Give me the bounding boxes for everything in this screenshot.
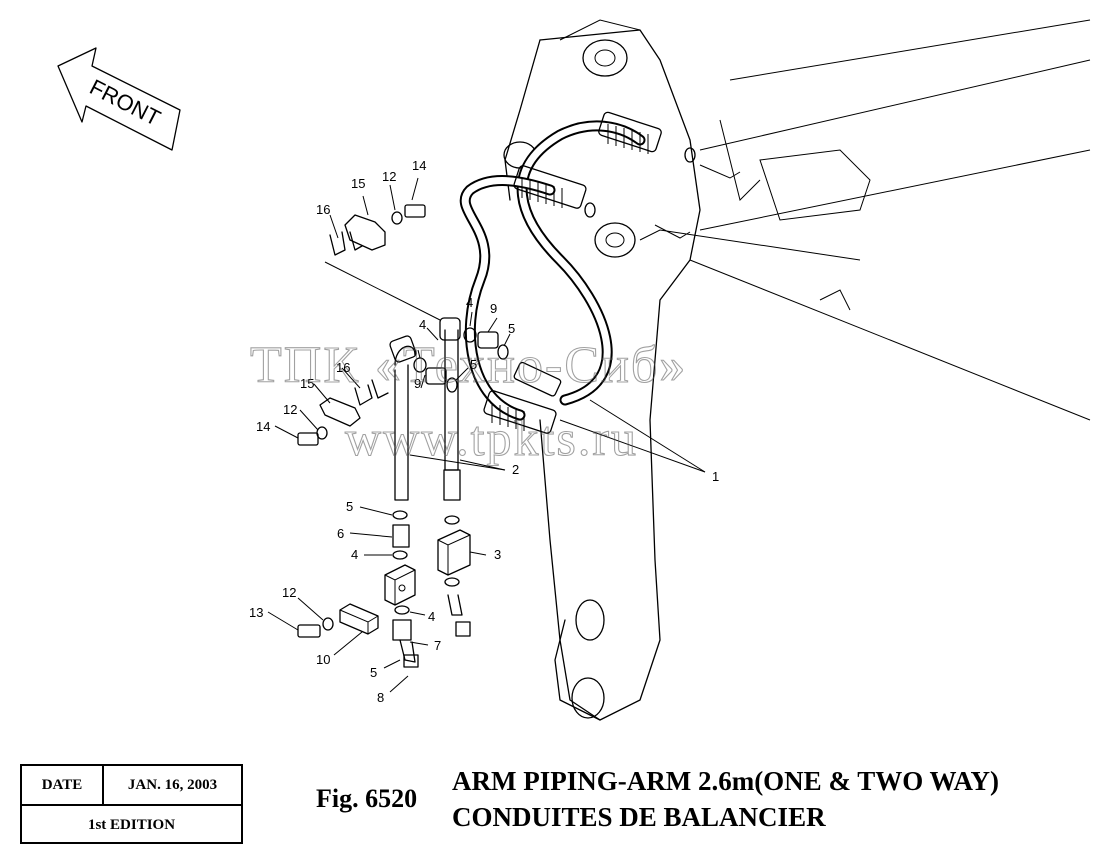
callout-7: 7 [434, 638, 441, 653]
callout-15-lower: 15 [300, 376, 314, 391]
figure-number: Fig. 6520 [316, 784, 418, 813]
clamps-and-bolts [297, 204, 426, 638]
callout-5-bottom: 5 [370, 665, 377, 680]
callout-16-lower: 16 [336, 360, 350, 375]
revision-info-box: DATE JAN. 16, 2003 1st EDITION [20, 764, 243, 844]
callout-8: 8 [377, 690, 384, 705]
callout-4-upper-left: 4 [419, 317, 426, 332]
steel-tubes [389, 317, 461, 501]
watermark-company: ТПК «Техно-Сиб» [250, 337, 687, 394]
callout-12-lower: 12 [283, 402, 297, 417]
callout-2: 2 [512, 462, 519, 477]
date-value: JAN. 16, 2003 [127, 776, 218, 793]
callout-5-upper-left: 5 [470, 357, 477, 372]
callout-6: 6 [337, 526, 344, 541]
front-arrow: FRONT [57, 47, 181, 151]
figure-title-english: ARM PIPING-ARM 2.6m(ONE & TWO WAY) [452, 766, 999, 796]
callout-4-bottom: 4 [428, 609, 435, 624]
callout-4-upper-right: 4 [466, 295, 473, 310]
callout-9-upper: 9 [490, 301, 497, 316]
watermark-url: www.tpkts.ru [345, 410, 638, 466]
callout-15-upper: 15 [351, 176, 365, 191]
hose-assembly [459, 111, 662, 434]
callout-3: 3 [494, 547, 501, 562]
callout-1: 1 [712, 469, 719, 484]
arm-structure [503, 19, 1091, 721]
edition-label: 1st EDITION [87, 816, 176, 833]
callout-10: 10 [316, 652, 330, 667]
callout-9-lower: 9 [414, 376, 421, 391]
date-label: DATE [22, 766, 104, 804]
callout-12-bottom: 12 [282, 585, 296, 600]
callout-5-upper-right: 5 [508, 321, 515, 336]
blocks [339, 529, 471, 635]
callout-4-middle: 4 [351, 547, 358, 562]
callout-13: 13 [249, 605, 263, 620]
callout-16-upper: 16 [316, 202, 330, 217]
callout-5-middle: 5 [346, 499, 353, 514]
callout-labels: 16 15 12 14 4 9 5 4 5 9 16 15 12 14 2 1 … [249, 158, 719, 705]
callout-14-upper: 14 [412, 158, 426, 173]
callout-14-lower: 14 [256, 419, 270, 434]
watermark: ТПК «Техно-Сиб» www.tpkts.ru [249, 336, 687, 466]
leader-lines [267, 177, 706, 693]
callout-12-upper: 12 [382, 169, 396, 184]
fittings [392, 147, 696, 668]
figure-title-french: CONDUITES DE BALANCIER [452, 802, 826, 832]
